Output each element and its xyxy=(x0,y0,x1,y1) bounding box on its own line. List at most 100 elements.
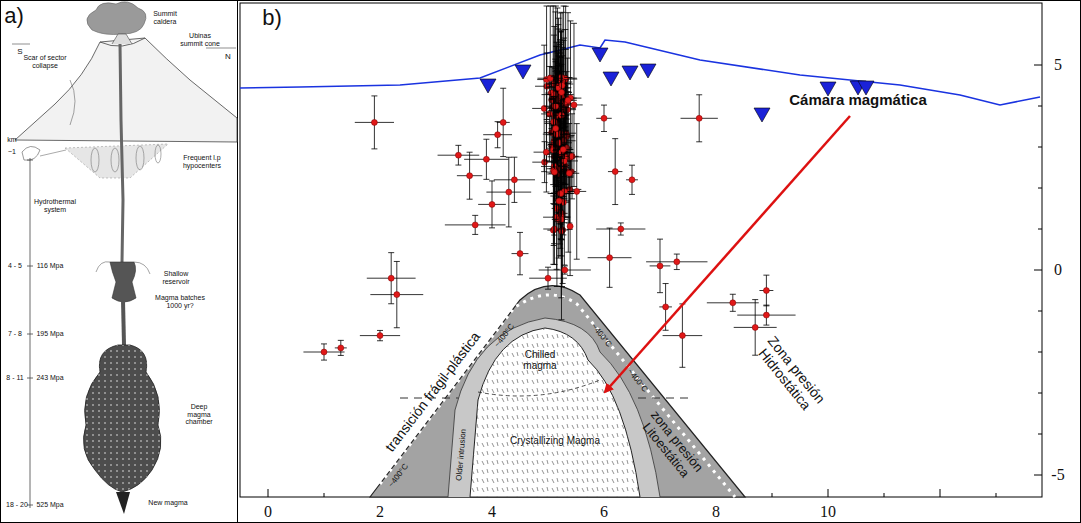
hypocenter-dot xyxy=(558,89,564,95)
hypocenter-dot xyxy=(558,191,564,197)
panel-letter: a) xyxy=(4,4,24,28)
axis-number: 6 xyxy=(600,503,608,521)
hydrothermal-system xyxy=(22,146,40,160)
hypocenter-dot xyxy=(601,115,607,121)
axis-tick xyxy=(1038,352,1042,353)
hypocenter-dot xyxy=(547,75,553,81)
hypocenter-dot xyxy=(696,115,702,121)
error-cap xyxy=(554,286,560,287)
error-cap xyxy=(568,20,574,21)
error-cap xyxy=(556,18,562,19)
axis-tick xyxy=(1038,434,1042,435)
magma-label: Crystallizing Magma xyxy=(510,435,600,446)
temperature-label: ~400°C xyxy=(625,368,649,395)
zone-label: zona presión Litoestática xyxy=(630,400,712,492)
station-triangle xyxy=(603,72,619,86)
hypocenter-dot xyxy=(663,304,669,310)
error-cap xyxy=(394,261,400,262)
error-cap xyxy=(554,8,560,9)
plot-frame xyxy=(240,3,1042,497)
hypocenter-dot xyxy=(612,169,618,175)
axis-tick xyxy=(996,493,997,497)
hypocenter-dot xyxy=(371,119,377,125)
pressure-label: 195 Mpa xyxy=(36,330,63,338)
chilled-boundary xyxy=(478,380,600,396)
error-cap xyxy=(495,147,501,148)
magma-conduit xyxy=(120,44,123,262)
error-cap xyxy=(553,153,559,154)
hypocenter-dot xyxy=(674,259,680,265)
feature-label: Summit caldera xyxy=(147,10,183,25)
error-cap xyxy=(517,274,523,275)
axis-tick xyxy=(1038,229,1042,230)
error-cap xyxy=(612,204,618,205)
error-cap xyxy=(467,152,473,153)
depth-tick xyxy=(27,266,33,267)
error-cap xyxy=(557,248,563,249)
error-cap xyxy=(551,139,557,140)
magma-conduit xyxy=(123,300,124,345)
new-magma-tip xyxy=(116,492,130,514)
error-cap xyxy=(618,235,624,236)
error-cap xyxy=(467,199,473,200)
error-cap xyxy=(567,275,573,276)
hypocenter-dot xyxy=(558,90,564,96)
error-cap xyxy=(560,115,566,116)
error-cap xyxy=(545,267,551,268)
pointer-arrow xyxy=(605,116,850,392)
error-cap xyxy=(551,96,557,97)
error-cap xyxy=(629,194,635,195)
error-cap xyxy=(679,367,685,368)
hypocenter-dot xyxy=(559,82,565,88)
error-cap xyxy=(730,294,736,295)
error-cap xyxy=(511,157,517,158)
intrusion-label: Older intrusion xyxy=(455,429,468,482)
hypocenter-dot xyxy=(338,345,344,351)
hypocenter-dot xyxy=(567,223,573,229)
axis-ticks xyxy=(268,65,1042,497)
error-cap xyxy=(567,177,573,178)
error-cap xyxy=(601,105,607,106)
error-cap xyxy=(371,148,377,149)
hypocenter-dot xyxy=(679,333,685,339)
transition-hatching xyxy=(380,295,735,497)
axis-tick xyxy=(884,493,885,497)
hypocenter-dot xyxy=(763,288,769,294)
error-cap xyxy=(556,258,562,259)
hypocenter-dot xyxy=(472,222,478,228)
error-cap xyxy=(545,289,551,290)
hypocenter-dot xyxy=(557,190,563,196)
error-cap xyxy=(489,227,495,228)
hypocenter-dot xyxy=(574,188,580,194)
station-triangle xyxy=(754,108,770,122)
error-cap xyxy=(730,311,736,312)
hypocenter-dot xyxy=(495,132,501,138)
scale-label: km xyxy=(7,136,16,144)
error-cap xyxy=(472,234,478,235)
axis-number: 10 xyxy=(820,503,836,521)
error-cap xyxy=(763,305,769,306)
reservoir-outline xyxy=(96,262,150,274)
error-cap xyxy=(321,343,327,344)
chamber-callout: Cámara magmática xyxy=(789,92,927,109)
error-cap xyxy=(388,252,394,253)
error-cap xyxy=(558,239,564,240)
error-cap xyxy=(612,138,618,139)
hypocenter-dot xyxy=(551,169,557,175)
hypocenter-dot xyxy=(565,97,571,103)
error-cap xyxy=(559,158,565,159)
error-cap xyxy=(763,325,769,326)
error-cap xyxy=(553,103,559,104)
axis-tick xyxy=(1038,106,1042,107)
hypocenter-dot xyxy=(489,201,495,207)
hypocenter-dot xyxy=(506,189,512,195)
error-cap xyxy=(568,136,574,137)
error-cap xyxy=(511,202,517,203)
hypocenter-dot xyxy=(467,173,473,179)
chamber-texture xyxy=(83,345,160,492)
axis-number: 8 xyxy=(712,503,720,521)
pressure-label: 525 Mpa xyxy=(36,501,63,509)
error-cap xyxy=(561,265,567,266)
hypocenter-dot xyxy=(607,255,613,261)
